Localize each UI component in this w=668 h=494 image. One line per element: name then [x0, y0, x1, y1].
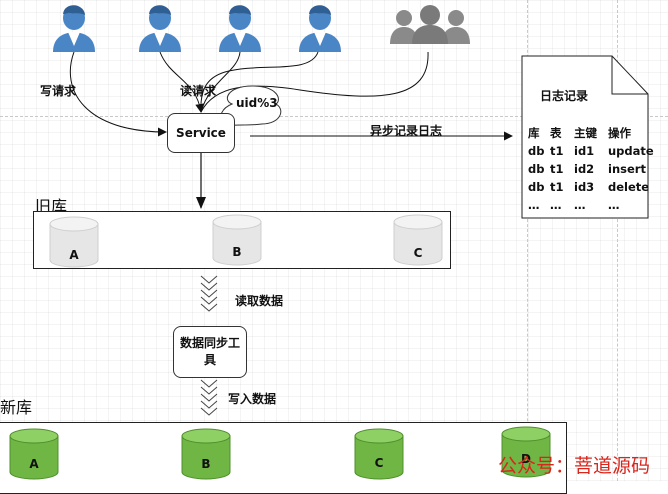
service-label: Service	[176, 126, 226, 140]
database-cylinder-icon	[212, 214, 262, 266]
log-header: 库	[528, 126, 540, 140]
read-request-arrow	[159, 51, 205, 113]
old-db-node-c-label: C	[413, 246, 423, 260]
log-header: 表	[550, 126, 562, 140]
shard-bubble	[219, 85, 282, 127]
log-cell: t1	[550, 144, 564, 158]
log-cell: db	[528, 144, 545, 158]
old-db-node-a-label: A	[69, 248, 79, 262]
watermark: 公众号：菩道源码	[498, 455, 651, 477]
log-cell: t1	[550, 180, 564, 194]
old-db-node-b-label: B	[232, 245, 242, 259]
guide-line	[0, 116, 668, 117]
log-document	[521, 55, 649, 219]
log-cell: id1	[574, 144, 595, 158]
new-db-node-b-label: B	[201, 457, 211, 471]
log-cell: …	[528, 198, 540, 212]
write-request-label: 写请求	[40, 84, 77, 98]
user-icon	[219, 5, 261, 52]
guide-line	[617, 0, 618, 481]
user-icon	[53, 5, 95, 52]
new-db-node-a-label: A	[29, 457, 39, 471]
read-data-label: 读取数据	[235, 294, 284, 308]
read-data-flow-chevrons	[200, 275, 218, 312]
database-cylinder-icon	[393, 214, 443, 266]
user-icon	[139, 5, 181, 52]
read-request-line	[200, 51, 429, 113]
log-cell: update	[608, 144, 654, 158]
new-db-node-d-label: D	[521, 452, 531, 466]
log-header: 主键	[574, 126, 597, 140]
database-cylinder-icon	[49, 216, 99, 268]
guide-line	[527, 0, 528, 481]
new-db-frame	[0, 422, 567, 494]
write-request-arrow	[69, 51, 167, 137]
log-doc-title: 日志记录	[540, 89, 589, 103]
database-cylinder-icon	[354, 428, 404, 480]
async-log-label: 异步记录日志	[370, 124, 443, 138]
write-data-label: 写入数据	[228, 392, 277, 406]
log-cell: db	[528, 180, 545, 194]
write-data-flow-chevrons	[200, 379, 218, 416]
log-cell: …	[550, 198, 562, 212]
log-table: 库 表 主键 操作 db t1 id1 update db t1 id2 ins…	[528, 126, 660, 213]
new-db-node-c-label: C	[374, 456, 384, 470]
sync-tool-label: 数据同步工具	[179, 336, 240, 367]
log-cell: insert	[608, 162, 646, 176]
connector-layer	[69, 51, 649, 416]
user-group-icon	[390, 5, 470, 44]
new-db-title: 新库	[0, 398, 33, 417]
log-header: 操作	[608, 126, 631, 140]
read-request-label: 读请求	[180, 84, 217, 98]
log-cell: …	[608, 198, 620, 212]
log-cell: id3	[574, 180, 595, 194]
log-cell: t1	[550, 162, 564, 176]
database-cylinder-icon	[501, 426, 551, 478]
log-cell: id2	[574, 162, 595, 176]
log-cell: …	[574, 198, 586, 212]
read-request-line	[200, 51, 241, 113]
log-document-fold	[611, 56, 648, 95]
database-cylinder-icon	[9, 428, 59, 480]
sync-tool-node[interactable]: 数据同步工具	[173, 326, 247, 378]
log-cell: db	[528, 162, 545, 176]
user-icon	[299, 5, 341, 52]
service-node[interactable]: Service	[167, 113, 235, 153]
database-cylinder-icon	[181, 428, 231, 480]
shard-rule-label: uid%3	[236, 96, 278, 110]
read-request-line	[200, 51, 319, 113]
log-cell: delete	[608, 180, 650, 194]
